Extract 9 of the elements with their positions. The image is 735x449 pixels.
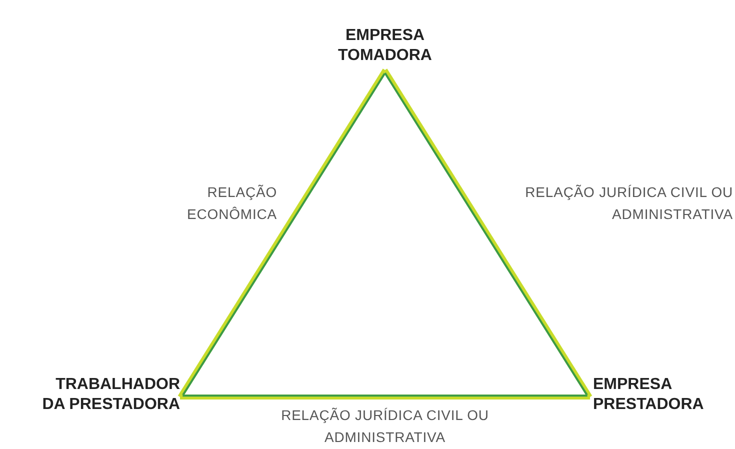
connector-line <box>382 68 592 398</box>
vertex-label: EMPRESA TOMADORA <box>337 26 433 66</box>
vertex-label: TRABALHADOR DA PRESTADORA <box>41 375 180 415</box>
edge-label: RELAÇÃO JURÍDICA CIVIL OU ADMINISTRATIVA <box>524 183 733 224</box>
edge-label: RELAÇÃO ECONÔMICA <box>186 183 277 224</box>
vertex-label: EMPRESA PRESTADORA <box>593 375 705 415</box>
connector-line <box>178 68 388 398</box>
connector-line <box>180 394 590 400</box>
edge-label: RELAÇÃO JURÍDICA CIVIL OU ADMINISTRATIVA <box>280 406 490 447</box>
